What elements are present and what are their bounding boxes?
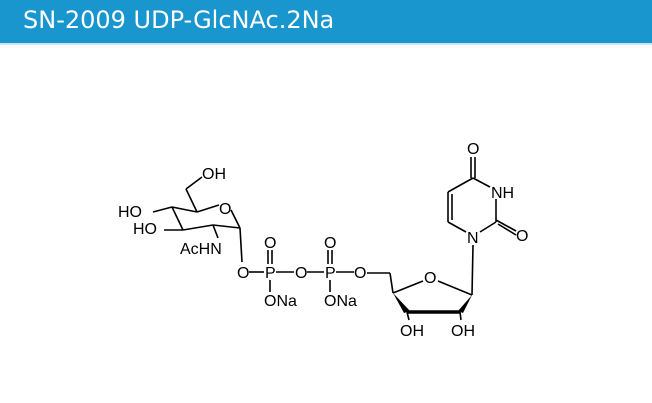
bond [447,221,467,233]
bond [472,177,491,188]
bond [459,311,462,321]
bond [230,209,241,229]
atom-label: P [325,265,336,282]
atom-label: O [354,265,366,282]
bond [212,224,241,229]
atom-label: AcHN [180,241,222,258]
bond [212,224,219,239]
atom-label: OH [451,323,475,340]
atom-label: OH [202,166,226,183]
atom-label: O [295,265,307,282]
atom-label: O [219,201,231,218]
atom-label: HO [133,221,157,238]
atom-labels: OH O HO HO AcHN O P O ONa O P O ONa O O … [118,141,528,340]
bond [185,188,198,213]
title-bar: SN-2009 UDP-GlcNAc.2Na [0,0,652,45]
bond [495,219,517,232]
atom-label: P [265,265,276,282]
atom-label: O [467,141,479,158]
bond [171,206,198,213]
bond [437,280,473,296]
atom-label: O [424,270,436,287]
atom-label: ONa [264,293,297,310]
product-title: SN-2009 UDP-GlcNAc.2Na [23,6,335,34]
atom-label: O [237,265,249,282]
atom-label: O [324,235,336,252]
bond [392,280,424,294]
bond [152,206,173,213]
bond [171,206,184,231]
bonds [152,157,517,321]
bond [182,224,214,231]
atom-label: HO [118,204,142,221]
wedge-bond [458,295,472,313]
bond [447,177,474,193]
bond [239,227,243,263]
atom-label: O [264,235,276,252]
bond [196,204,220,213]
atom-label: N [467,230,479,247]
bond [471,244,474,296]
wedge-bond [393,293,410,313]
bond [185,176,203,190]
bond [389,272,394,294]
atom-label: O [516,228,528,245]
bond [497,223,517,236]
bond [479,221,497,233]
atom-label: NH [491,185,514,202]
atom-label: ONa [324,293,357,310]
bond [406,311,410,321]
atom-label: OH [400,323,424,340]
